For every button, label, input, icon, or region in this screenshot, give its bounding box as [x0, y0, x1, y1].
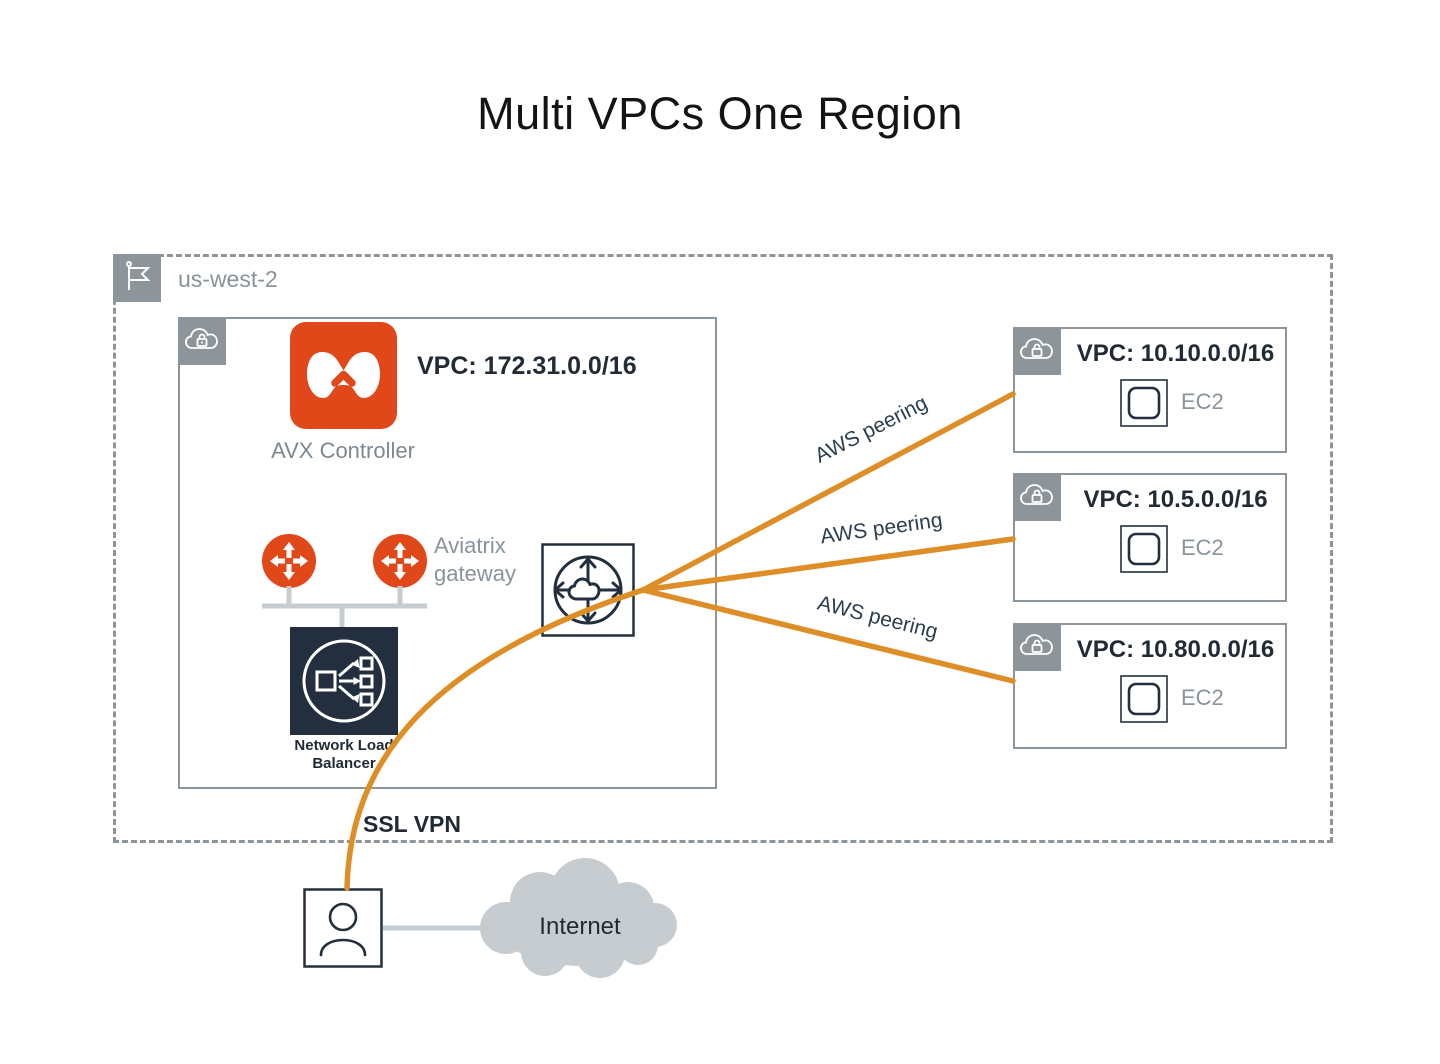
region-flag-badge	[113, 254, 161, 302]
region-boundary	[113, 254, 1333, 843]
vpc-box-10-5: VPC: 10.5.0.0/16 EC2	[1013, 473, 1287, 602]
vpc-cloud-lock-icon	[1019, 632, 1055, 663]
main-vpc-badge	[178, 317, 226, 365]
ec2-icon	[1120, 675, 1168, 723]
nlb-label-line2: Balancer	[312, 755, 376, 772]
aviatrix-gateway-icon	[262, 534, 316, 588]
ec2-label: EC2	[1181, 685, 1224, 710]
ssl-vpn-label: SSL VPN	[363, 811, 461, 837]
nlb-label: Network Load Balancer	[262, 737, 426, 773]
user-icon	[303, 888, 383, 968]
aviatrix-gateway-label-line2: gateway	[434, 561, 516, 586]
avx-controller-label: AVX Controller	[271, 438, 415, 463]
vpc-box-10-80: VPC: 10.80.0.0/16 EC2	[1013, 623, 1287, 749]
aviatrix-gateway-label: Aviatrix gateway	[434, 532, 516, 588]
transit-gateway-icon	[541, 543, 635, 637]
ec2-icon	[1120, 379, 1168, 427]
ec2-label: EC2	[1181, 535, 1224, 560]
vpc-cloud-lock-icon	[184, 326, 220, 357]
vpc-cidr: VPC: 10.10.0.0/16	[1076, 340, 1275, 367]
ec2-label: EC2	[1181, 389, 1224, 414]
vpc-cidr: VPC: 10.5.0.0/16	[1083, 486, 1268, 513]
vpc-cloud-lock-icon	[1019, 482, 1055, 513]
vpc-box-10-10: VPC: 10.10.0.0/16 EC2	[1013, 327, 1287, 453]
avx-controller-icon	[290, 322, 397, 429]
ec2-icon	[1120, 525, 1168, 573]
aviatrix-gateway-label-line1: Aviatrix	[434, 533, 506, 558]
diagram-title: Multi VPCs One Region	[477, 88, 963, 139]
vpc-badge	[1013, 623, 1061, 671]
region-label: us-west-2	[178, 266, 278, 292]
main-vpc-cidr: VPC: 172.31.0.0/16	[417, 352, 637, 380]
vpc-badge	[1013, 327, 1061, 375]
vpc-cidr: VPC: 10.80.0.0/16	[1076, 636, 1275, 663]
vpc-cloud-lock-icon	[1019, 336, 1055, 367]
internet-label: Internet	[539, 913, 621, 940]
vpc-badge	[1013, 473, 1061, 521]
aviatrix-gateway-icon	[373, 534, 427, 588]
nlb-icon	[290, 627, 398, 735]
nlb-label-line1: Network Load	[294, 737, 394, 754]
flag-icon	[120, 259, 154, 298]
